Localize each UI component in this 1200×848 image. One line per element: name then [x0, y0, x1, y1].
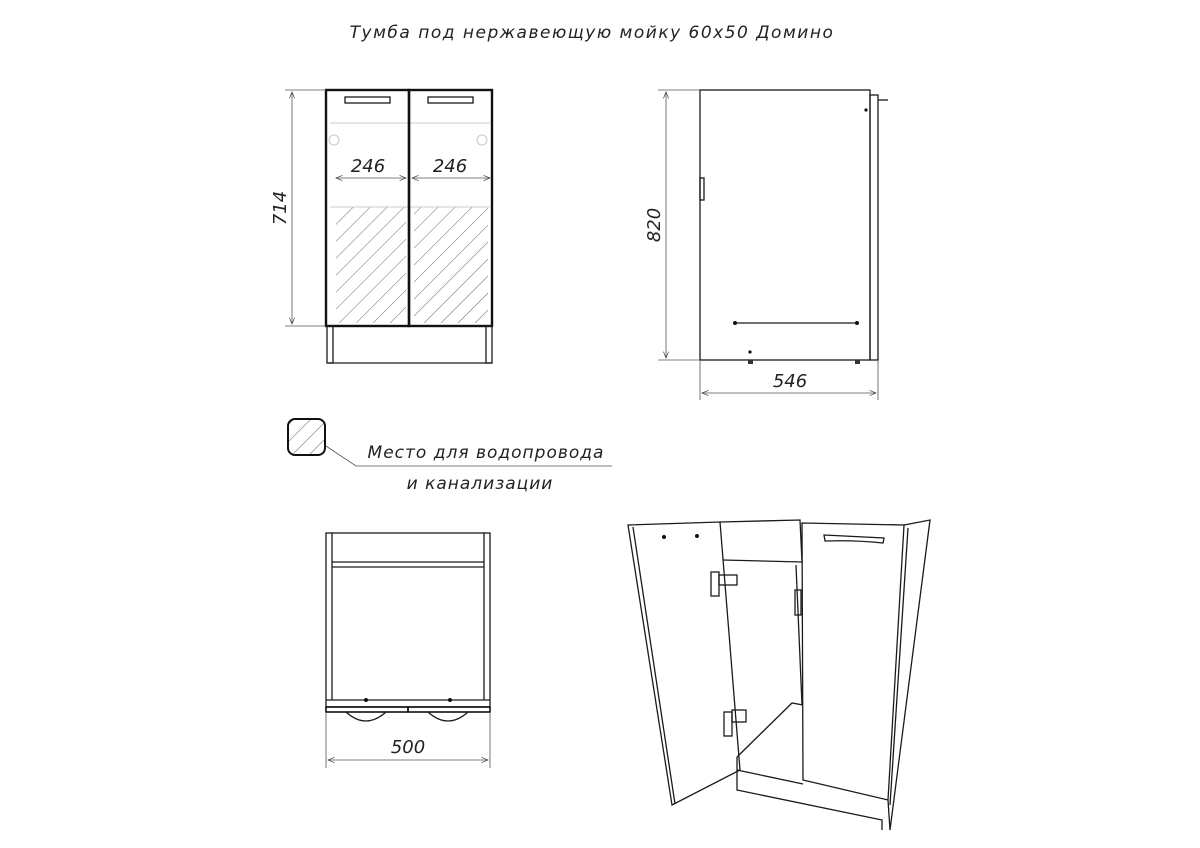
door-handle-left [344, 96, 391, 104]
open-left-door [627, 521, 741, 806]
plumbing-area-symbol [287, 418, 326, 456]
legend-line-1: Место для водопровода [368, 443, 605, 463]
drawing-title: Тумба под нержавеющую мойку 60х50 Домино [350, 23, 835, 43]
hatch-area-left [336, 207, 406, 323]
front-view: 246 246 714 [270, 88, 494, 364]
legend-line-2: и канализации [407, 474, 554, 494]
side-view: 820 546 [644, 89, 888, 400]
right-door [407, 88, 494, 328]
top-width-dim: 500 [391, 737, 425, 758]
right-door-width-dim: 246 [433, 156, 467, 177]
side-panel [699, 89, 871, 361]
legend: Место для водопровода и канализации [287, 418, 612, 494]
isometric-view [627, 519, 931, 831]
side-height-dim: 820 [644, 208, 665, 242]
front-height-dim: 714 [270, 191, 291, 225]
top-view: 500 [325, 532, 491, 768]
closed-right-door [801, 522, 905, 801]
door-handle-right [427, 96, 474, 104]
left-door-width-dim: 246 [351, 156, 385, 177]
side-depth-dim: 546 [773, 371, 807, 392]
hatch-area-right [414, 207, 488, 323]
